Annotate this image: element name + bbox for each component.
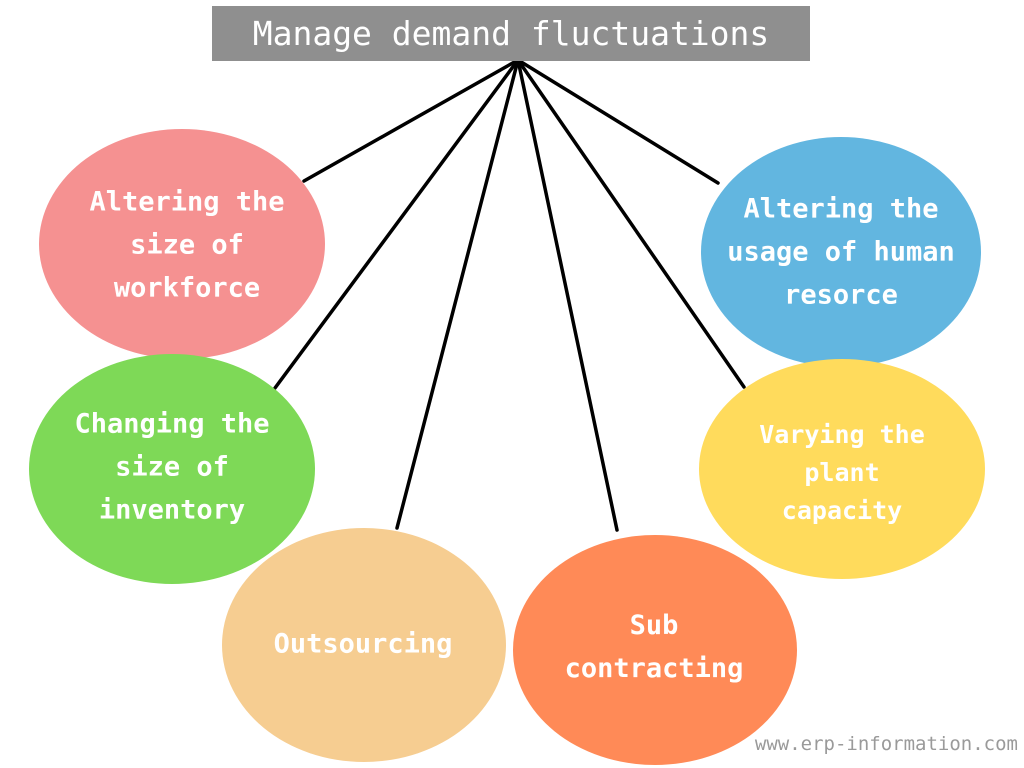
node-workforce	[39, 129, 325, 359]
label-line: inventory	[98, 494, 246, 526]
label-line: Changing the	[74, 408, 270, 440]
root-title: Manage demand fluctuations	[212, 6, 810, 61]
label-line: Altering the	[743, 193, 939, 225]
label-line: plant	[804, 458, 880, 487]
node-outsourcing	[222, 528, 506, 762]
node-sub-contracting	[513, 535, 797, 765]
node-human-resource	[701, 137, 981, 367]
connector-outsourcing	[395, 58, 520, 530]
node-plant-capacity	[699, 359, 985, 579]
label-line: usage of human	[727, 236, 955, 268]
label-line: resorce	[784, 279, 898, 311]
label-inventory: Changing the size of inventory	[74, 403, 269, 532]
label-line: size of	[115, 451, 229, 483]
connector-sub-contracting	[516, 58, 619, 532]
connector-inventory	[273, 58, 520, 390]
label-line: Outsourcing	[273, 628, 453, 660]
label-line: workforce	[113, 272, 261, 304]
root-title-text: Manage demand fluctuations	[252, 14, 770, 53]
connector-human-resource	[516, 58, 720, 185]
label-line: capacity	[781, 496, 903, 525]
label-line: size of	[130, 229, 244, 261]
node-inventory	[29, 354, 315, 584]
label-sub-contracting: Sub contracting	[565, 604, 744, 690]
label-line: Altering the	[89, 186, 285, 218]
connector-workforce	[302, 58, 520, 183]
label-workforce: Altering the size of workforce	[89, 181, 284, 310]
label-human-resource: Altering the usage of human resorce	[727, 188, 955, 317]
label-outsourcing: Outsourcing	[274, 623, 453, 666]
connector-plant-capacity	[516, 58, 746, 389]
label-line: contracting	[564, 653, 744, 684]
label-line: Varying the	[759, 420, 925, 449]
label-plant-capacity: Varying the plant capacity	[759, 416, 925, 530]
label-line: Sub	[629, 610, 679, 641]
watermark: www.erp-information.com	[754, 733, 1018, 755]
